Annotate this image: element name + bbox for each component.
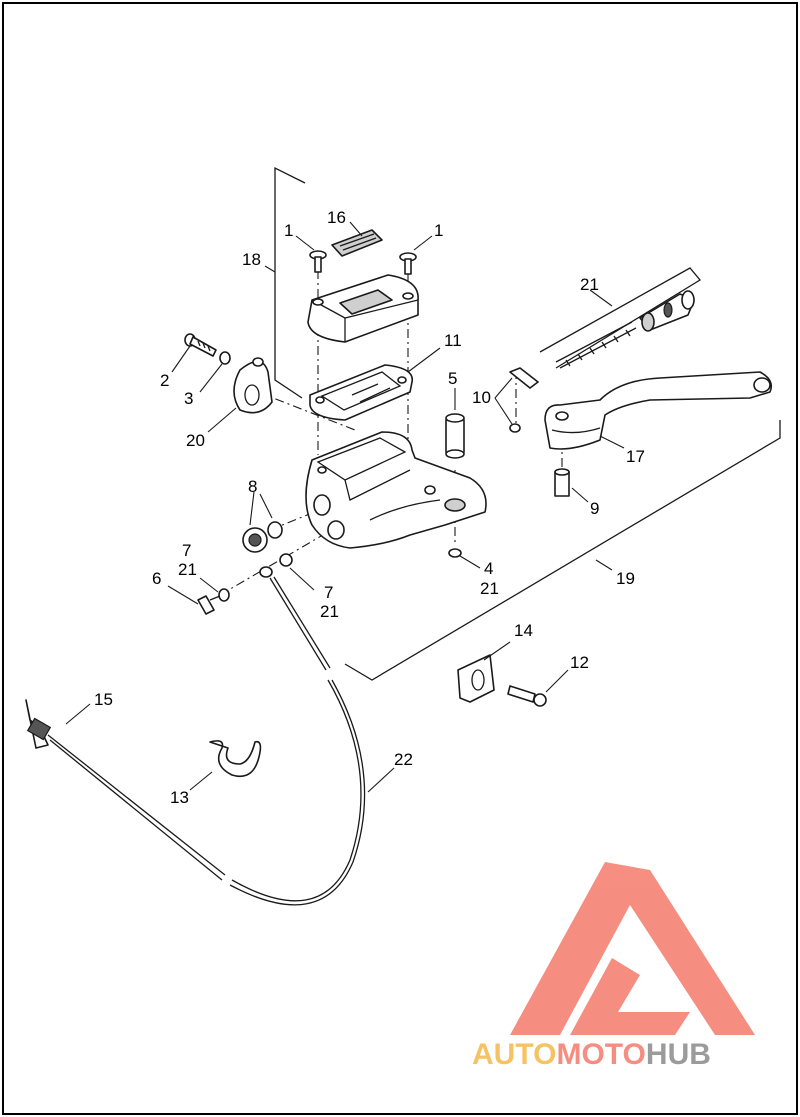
logo-inner-mark [570,958,690,1035]
callout-20: 20 [186,431,205,450]
part-13-clip [209,740,262,777]
callout-8: 8 [248,477,257,496]
part-21-piston-assembly [555,290,695,369]
callout-7-left: 7 [182,541,191,560]
part-22-brake-line [229,566,366,906]
logo-word-moto: MOTO [556,1038,645,1071]
part-6-banjo-bolt [197,595,221,615]
part-4-retaining-ring [448,548,462,558]
watermark-logo: AUTOMOTOHUB [472,862,755,1071]
part-1-screw-right [399,252,417,275]
callout-3: 3 [184,389,193,408]
part-11-gasket [309,364,414,421]
logo-triangle-mark [510,862,755,1035]
part-7-washer-lower [218,588,230,602]
part-5-pivot-pin [445,413,465,459]
part-8-sight-glass [242,521,283,553]
callout-7-right: 7 [324,583,333,602]
callout-1-right: 1 [434,221,443,240]
callout-11: 11 [444,331,462,350]
part-14-clamp-block [457,654,495,703]
callout-13: 13 [170,788,189,807]
callout-12: 12 [570,653,589,672]
part-3-washer [219,351,231,365]
callout-21-left: 21 [178,560,197,579]
callout-21-top: 21 [580,275,599,294]
logo-wordmark: AUTOMOTOHUB [472,1038,711,1071]
callout-18: 18 [242,250,261,269]
callout-22: 22 [394,750,413,769]
part-16-label [331,229,383,257]
callout-17: 17 [626,447,645,466]
part-20-clamp [233,357,273,414]
callout-14: 14 [514,621,533,640]
callout-19: 19 [616,569,635,588]
callout-21-right: 21 [320,602,339,621]
part-15-switch-cable [25,699,226,881]
callout-1-left: 1 [284,221,293,240]
callout-9: 9 [590,499,599,518]
callout-labels: 1 1 16 18 11 2 3 20 5 10 21 17 9 8 7 21 … [94,208,645,807]
bracket-19 [344,420,781,681]
callout-15: 15 [94,690,113,709]
callout-6: 6 [152,569,161,588]
callout-21-bottom: 21 [480,579,499,598]
part-12-screw [507,685,547,707]
callout-16: 16 [327,208,346,227]
axis-line-sight-glass [269,504,333,531]
part-17-lever [544,371,773,450]
part-2-clamp-screw [184,333,217,357]
part-10-bleeder [509,367,539,433]
axis-line-banjo [219,524,341,596]
callout-10: 10 [472,388,491,407]
part-18-cover [307,274,419,343]
leader-lines [65,221,625,793]
master-cylinder-body [305,431,487,549]
callout-5: 5 [448,369,457,388]
logo-word-auto: AUTO [472,1038,556,1071]
callout-2: 2 [160,371,169,390]
part-7-washer-upper [279,553,293,567]
callout-4: 4 [484,559,493,578]
part-1-screw-left [309,250,327,273]
part-9-bushing [554,468,570,497]
bracket-18 [274,166,306,399]
logo-word-hub: HUB [646,1038,711,1071]
